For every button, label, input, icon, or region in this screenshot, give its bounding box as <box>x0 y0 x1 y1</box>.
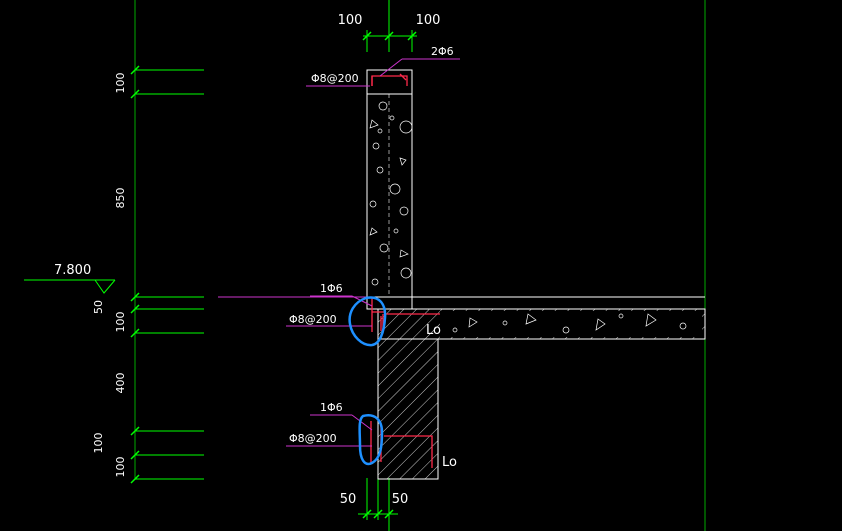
highlight-low-ring <box>358 414 384 466</box>
elevation-marker: 7.800 <box>24 263 116 294</box>
vertical-dimension-chain <box>130 65 204 484</box>
dim-label-850: 850 <box>114 188 127 209</box>
label-low-bar: 1Φ6 <box>320 401 343 414</box>
dim-label-100-top: 100 <box>114 73 127 94</box>
top-dimension <box>362 0 417 52</box>
parapet-wall <box>366 69 413 310</box>
bottom-dim-left: 50 <box>340 492 357 507</box>
label-mid-bar: 1Φ6 <box>320 282 343 295</box>
concrete-aggregate <box>369 101 413 286</box>
bottom-dimension <box>358 478 398 531</box>
dim-label-100-mid: 100 <box>114 312 127 333</box>
label-low-stirrup: Φ8@200 <box>289 432 337 445</box>
rebar <box>370 73 440 468</box>
leader-lines <box>286 58 460 447</box>
slab-aggregate <box>452 313 687 334</box>
dim-label-100-low: 100 <box>92 433 105 454</box>
label-anchor-slab: Lo <box>426 323 441 338</box>
top-dim-left: 100 <box>338 13 363 28</box>
roof-slab <box>366 296 706 480</box>
highlight-mid-ring <box>348 296 387 347</box>
bottom-dim-right: 50 <box>392 492 409 507</box>
label-top-bar: 2Φ6 <box>431 45 454 58</box>
label-mid-stirrup: Φ8@200 <box>289 313 337 326</box>
label-anchor-beam: Lo <box>442 455 457 470</box>
dim-label-100-bottom: 100 <box>114 457 127 478</box>
highlight-marks <box>348 296 387 466</box>
label-top-stirrup: Φ8@200 <box>311 72 359 85</box>
top-dim-right: 100 <box>416 13 441 28</box>
frame-lines <box>134 0 706 531</box>
elevation-label: 7.800 <box>54 263 91 278</box>
dim-label-50: 50 <box>92 300 105 314</box>
vertical-dimension-labels: 100 850 50 100 400 100 100 <box>92 73 127 478</box>
dim-label-400: 400 <box>114 373 127 394</box>
